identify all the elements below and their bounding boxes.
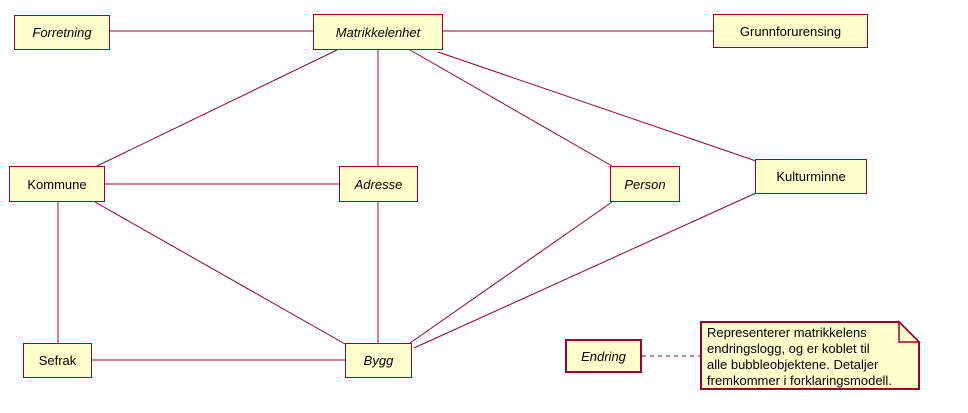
edge-bygg-person[interactable] [409, 201, 613, 344]
node-label: Grunnforurensing [739, 23, 842, 39]
note[interactable] [700, 320, 921, 390]
node-kommune[interactable]: Kommune [9, 166, 105, 202]
node-kulturminne[interactable]: Kulturminne [755, 159, 867, 194]
edge-matrikkelenhet-kulturminne[interactable] [437, 51, 757, 162]
note-text-line: Representerer matrikkelens [707, 325, 867, 340]
node-label: Matrikkelenhet [335, 24, 421, 40]
edge-matrikkelenhet-person[interactable] [409, 49, 613, 167]
edge-matrikkelenhet-kommune[interactable] [96, 49, 338, 167]
node-matrikkelenhet[interactable]: Matrikkelenhet [313, 14, 443, 50]
node-label: Endring [581, 348, 626, 364]
edge-bygg-kulturminne[interactable] [413, 192, 757, 349]
node-label: Kommune [27, 176, 87, 192]
node-label: Sefrak [38, 353, 77, 368]
node-person[interactable]: Person [610, 166, 680, 202]
node-adresse[interactable]: Adresse [339, 166, 418, 202]
note-text-line: alle bubbleobjektene. Detaljer [707, 357, 879, 372]
note-text-line: endringslogg, og er koblet til [707, 341, 870, 356]
node-forretning[interactable]: Forretning [14, 15, 110, 50]
node-label: Adresse [354, 176, 403, 192]
node-sefrak[interactable]: Sefrak [23, 343, 92, 378]
node-grunnforurensing[interactable]: Grunnforurensing [713, 14, 868, 48]
note-body[interactable] [700, 321, 920, 390]
note-text-line: fremkommer i forklaringsmodell. [707, 373, 892, 388]
edge-kommune-bygg[interactable] [94, 201, 346, 345]
note-text: Representerer matrikkelens endringslogg,… [707, 325, 911, 389]
node-label: Forretning [32, 25, 92, 40]
node-label: Kulturminne [776, 169, 846, 184]
node-endring[interactable]: Endring [565, 339, 642, 373]
node-label: Person [624, 176, 666, 192]
note-fold-icon [898, 320, 921, 343]
node-label: Bygg [363, 353, 394, 368]
node-bygg[interactable]: Bygg [345, 343, 412, 378]
